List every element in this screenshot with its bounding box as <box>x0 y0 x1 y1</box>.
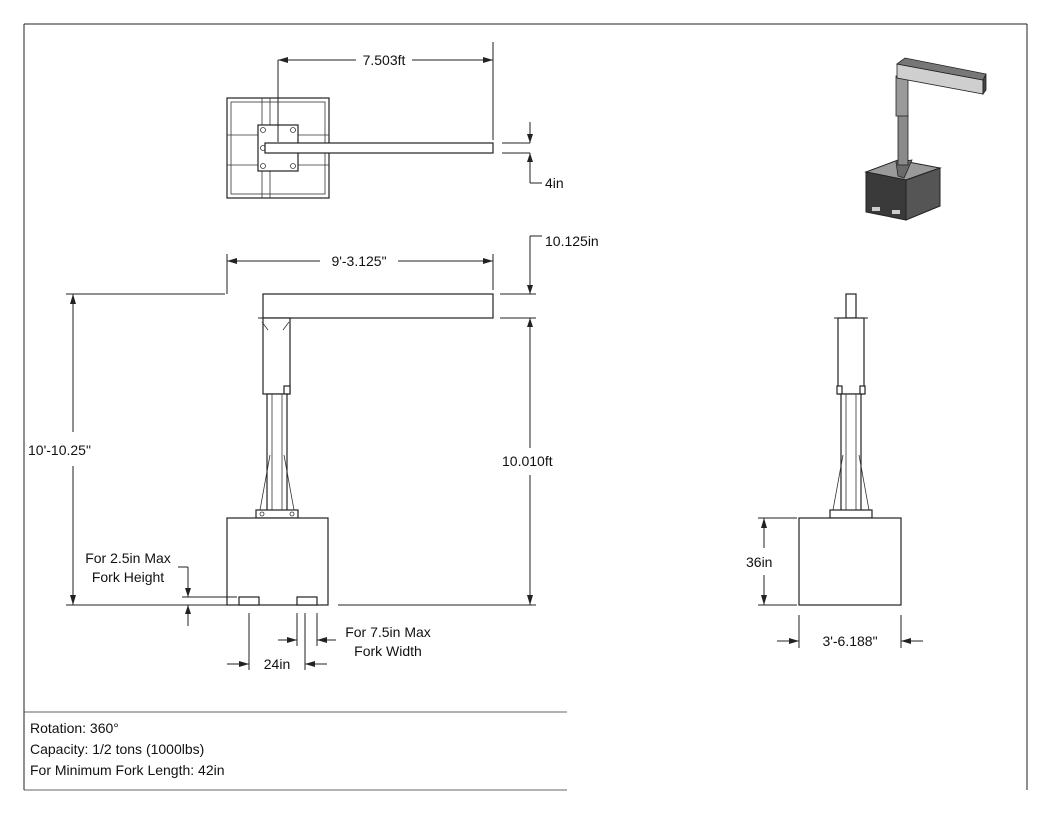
label-base-height: 36in <box>746 554 772 570</box>
dim-front-reach: 9'-3.125" <box>226 253 494 294</box>
side-view-base <box>798 517 902 606</box>
note-rotation: Rotation: 360° <box>30 720 119 736</box>
label-base-width: 3'-6.188" <box>822 633 877 649</box>
label-fork-height-line1: For 2.5in Max <box>85 550 171 566</box>
label-top-arm-thickness: 4in <box>545 175 564 191</box>
label-fork-width-line2: Fork Width <box>354 643 422 659</box>
dim-top-arm-thickness: 4in <box>502 122 564 191</box>
label-fork-height-line2: Fork Height <box>92 569 164 585</box>
front-view-upper-column <box>262 317 291 395</box>
front-view-fork-pocket-right <box>296 596 318 606</box>
side-view-flange <box>829 509 873 519</box>
label-beam-height: 10.125in <box>545 233 599 249</box>
dim-base-width: 3'-6.188" <box>777 615 923 649</box>
side-view-upper-column <box>837 317 865 395</box>
dim-fork-width: For 7.5in Max Fork Width <box>278 613 431 659</box>
front-view <box>226 293 494 606</box>
dim-fork-spacing: 24in <box>227 613 327 672</box>
front-view-lower-column <box>266 393 288 515</box>
front-view-fork-pocket-left <box>238 596 260 606</box>
isometric-view <box>864 57 987 221</box>
dim-beam-clearance: 10.010ft <box>338 318 553 606</box>
label-front-reach: 9'-3.125" <box>331 253 386 269</box>
label-overall-height: 10'-10.25" <box>28 442 91 458</box>
label-beam-clearance: 10.010ft <box>502 453 553 469</box>
dim-fork-height: For 2.5in Max Fork Height <box>85 550 237 626</box>
sheet-border <box>23 23 1028 791</box>
front-view-beam <box>262 293 494 319</box>
dim-base-height: 36in <box>746 517 797 606</box>
side-view <box>798 293 902 606</box>
dim-beam-height: 10.125in <box>500 233 599 327</box>
front-view-flange <box>255 509 299 519</box>
note-fork-length: For Minimum Fork Length: 42in <box>30 762 225 778</box>
top-view-arm <box>264 142 494 154</box>
note-capacity: Capacity: 1/2 tons (1000lbs) <box>30 741 205 757</box>
dim-top-arm-length: 7.503ft <box>277 42 494 142</box>
label-fork-width-line1: For 7.5in Max <box>345 624 431 640</box>
side-view-lower-column <box>840 393 862 515</box>
label-top-arm-length: 7.503ft <box>363 52 406 68</box>
side-view-beam-end <box>845 293 857 319</box>
label-fork-spacing: 24in <box>264 656 290 672</box>
top-view <box>226 97 494 199</box>
front-view-base <box>226 517 329 606</box>
